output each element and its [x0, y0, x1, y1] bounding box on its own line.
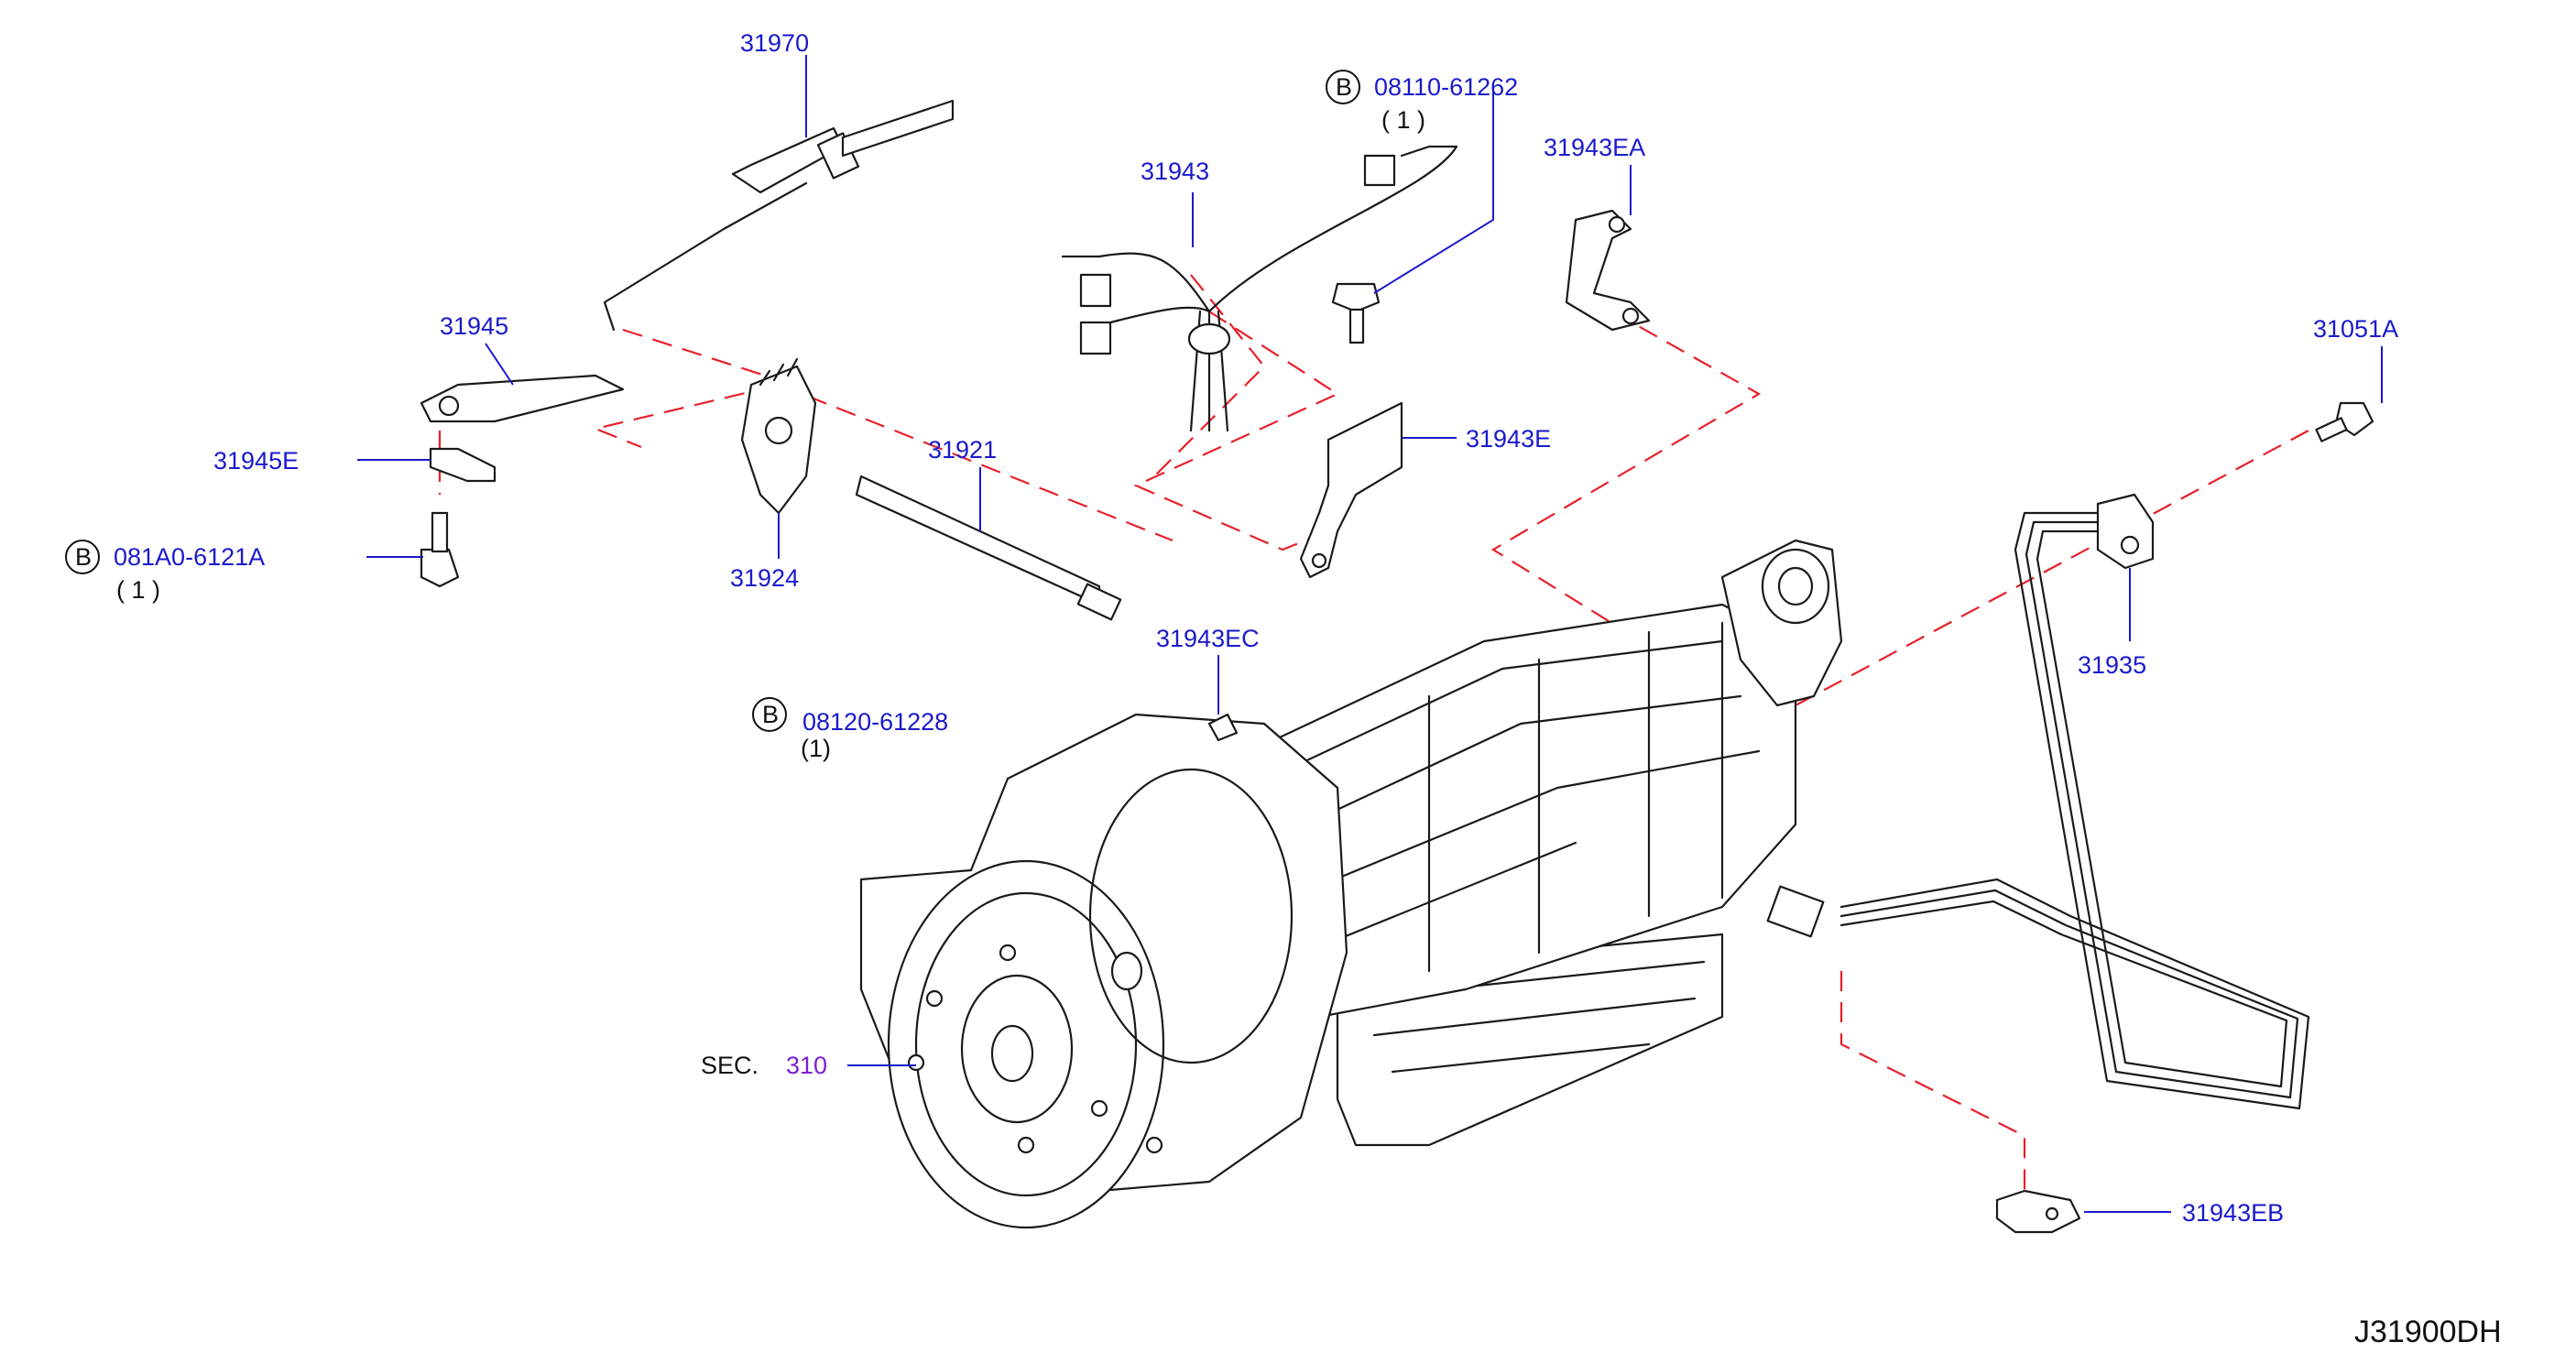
bolt-08110-head	[1331, 282, 1381, 313]
case-front-ring	[1088, 768, 1293, 1064]
label-081a0-qty: ( 1 )	[116, 576, 160, 604]
label-31921: 31921	[928, 436, 997, 464]
label-31943ea: 31943EA	[1544, 134, 1645, 161]
part-31921-shaft	[855, 475, 1122, 621]
sensor-body	[2096, 493, 2155, 570]
dash-shaft-to-case	[778, 383, 1173, 542]
clip-eb-hole	[2045, 1206, 2059, 1221]
label-08110-qty: ( 1 )	[1381, 106, 1425, 134]
dash-bracket-ea	[1490, 311, 1762, 670]
label-31943e: 31943E	[1466, 425, 1551, 453]
input-shaft	[1110, 951, 1143, 991]
part-labels: 31970 B 08110-61262 ( 1 ) 31943 31943EA …	[65, 29, 2502, 1349]
output-flange-hub	[1777, 566, 1814, 606]
part-31945-bracket	[420, 374, 625, 588]
shaft-end	[1076, 583, 1122, 621]
leader-lines	[357, 55, 2383, 1213]
sensor-wire-3	[1839, 529, 2288, 1088]
label-sec-310[interactable]: 310	[786, 1052, 827, 1079]
output-flange	[1761, 548, 1830, 625]
dash-eb-clip	[1839, 971, 2026, 1195]
sensor-wire-1	[1839, 511, 2310, 1110]
harness-connector-a	[1079, 273, 1112, 308]
part-31924-lever	[740, 357, 817, 515]
part-31935-sensor	[1766, 493, 2310, 1110]
label-08110-61262: 08110-61262	[1374, 73, 1518, 101]
part-31943-harness	[1061, 145, 1458, 432]
part-31051a-bolt	[2315, 401, 2374, 442]
label-b-08120: B	[762, 701, 779, 728]
label-b-circle-08110	[1326, 70, 1360, 104]
shaft-rod	[855, 475, 1101, 606]
bracket-plate	[420, 374, 625, 423]
label-31945: 31945	[440, 312, 508, 340]
label-31943: 31943	[1141, 158, 1209, 185]
label-31051a: 31051A	[2313, 315, 2398, 343]
part-31970-cable	[603, 99, 955, 332]
bolt-31943ec-head	[1207, 713, 1239, 742]
sensor-connector	[1766, 885, 1825, 938]
bracket-e-hole	[1311, 552, 1327, 569]
washer-31945e	[429, 447, 497, 483]
harness-connector-b	[1079, 321, 1112, 355]
part-31943ea-bracket	[1565, 209, 1651, 332]
harness-connector-c	[1363, 154, 1396, 187]
clip-eb-body	[1995, 1189, 2081, 1234]
label-31943eb: 31943EB	[2182, 1199, 2284, 1227]
torque-converter-inner	[960, 974, 1074, 1124]
label-31945e: 31945E	[213, 447, 299, 475]
torque-converter-ring	[914, 891, 1138, 1197]
diagram-code: J31900DH	[2354, 1315, 2502, 1349]
lever-pivot	[764, 416, 793, 445]
sensor-hole	[2120, 535, 2140, 555]
bolt-081a0-shank	[431, 511, 449, 553]
cable-end	[841, 99, 955, 158]
cable-rod	[603, 181, 808, 332]
bell-housing-bolts	[907, 944, 1163, 1154]
label-31970: 31970	[740, 29, 809, 57]
bracket-hole	[438, 395, 460, 417]
lever-teeth	[759, 357, 799, 387]
label-31943ec: 31943EC	[1156, 625, 1260, 652]
harness-grommet	[1187, 322, 1231, 355]
bracket-e-body	[1299, 401, 1403, 579]
dash-bolt-to-sensor	[1795, 430, 2309, 706]
label-08120-qty: (1)	[801, 735, 831, 762]
harness-wire-2	[1207, 145, 1458, 313]
label-b-circle-08120	[752, 697, 787, 732]
label-31924: 31924	[730, 564, 799, 592]
bolt-08110-shank	[1348, 308, 1365, 344]
label-08120-61228: 08120-61228	[802, 708, 948, 736]
transmission-assembly	[859, 539, 1843, 1229]
bolt-31051a-shank	[2315, 417, 2348, 442]
part-31943e-bracket	[1299, 401, 1403, 579]
label-b-08110: B	[1336, 73, 1352, 101]
dash-harness-loop	[1133, 311, 1340, 551]
sensor-wire-2	[1839, 520, 2299, 1099]
bolt-081a0-head	[420, 548, 460, 588]
label-sec-prefix: SEC.	[701, 1052, 759, 1079]
label-b-081a0: B	[75, 543, 92, 571]
label-b-circle-081a0	[65, 540, 100, 574]
part-31943ec-bolt	[1207, 713, 1239, 742]
part-31943eb-clip	[1995, 1189, 2081, 1234]
bracket-ea-hole-2	[1621, 307, 1640, 325]
part-08110-bolt	[1331, 282, 1381, 344]
case-vertical-ribs	[1427, 621, 1724, 973]
torque-converter-hub	[990, 1024, 1034, 1083]
harness-wire-3	[1079, 306, 1211, 332]
harness-wire-1	[1061, 252, 1211, 313]
label-081a0-6121a: 081A0-6121A	[114, 543, 265, 571]
label-31935: 31935	[2078, 651, 2146, 679]
case-ribs	[1207, 639, 1761, 964]
bracket-ea-hole-1	[1608, 215, 1626, 234]
